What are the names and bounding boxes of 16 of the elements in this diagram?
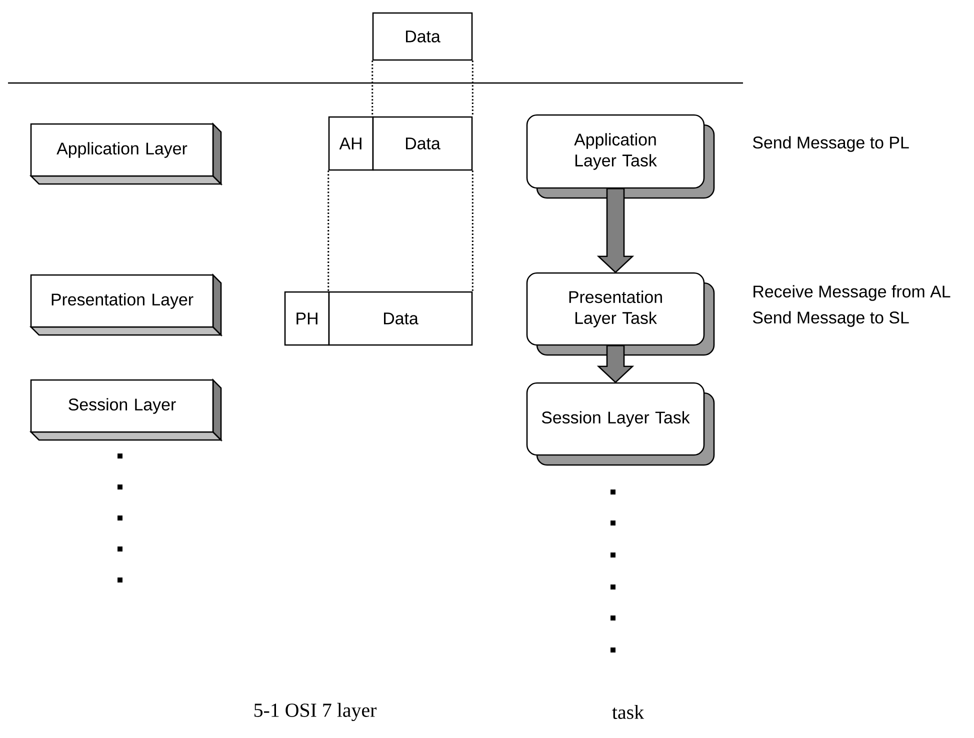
caption-text: 5-1 OSI 7 layer xyxy=(254,702,377,722)
block-arrow xyxy=(596,188,634,274)
projection-line xyxy=(328,170,330,292)
projection-line xyxy=(472,170,474,292)
annotation-text: Send Message to SL xyxy=(752,311,909,327)
task-box: Presentation Layer Task xyxy=(526,272,715,356)
task-box: Session Layer Task xyxy=(526,382,715,466)
projection-line xyxy=(372,60,474,118)
packet-box: Data xyxy=(372,12,473,61)
annotation-text: Send Message to PL xyxy=(752,136,909,152)
packet-box: PH xyxy=(284,291,330,346)
block-arrow xyxy=(596,345,634,384)
task-box: Application Layer Task xyxy=(526,114,715,199)
annotation-text: Receive Message from AL xyxy=(754,285,950,301)
packet-box: AH xyxy=(328,116,374,171)
caption-text: task xyxy=(612,704,644,719)
